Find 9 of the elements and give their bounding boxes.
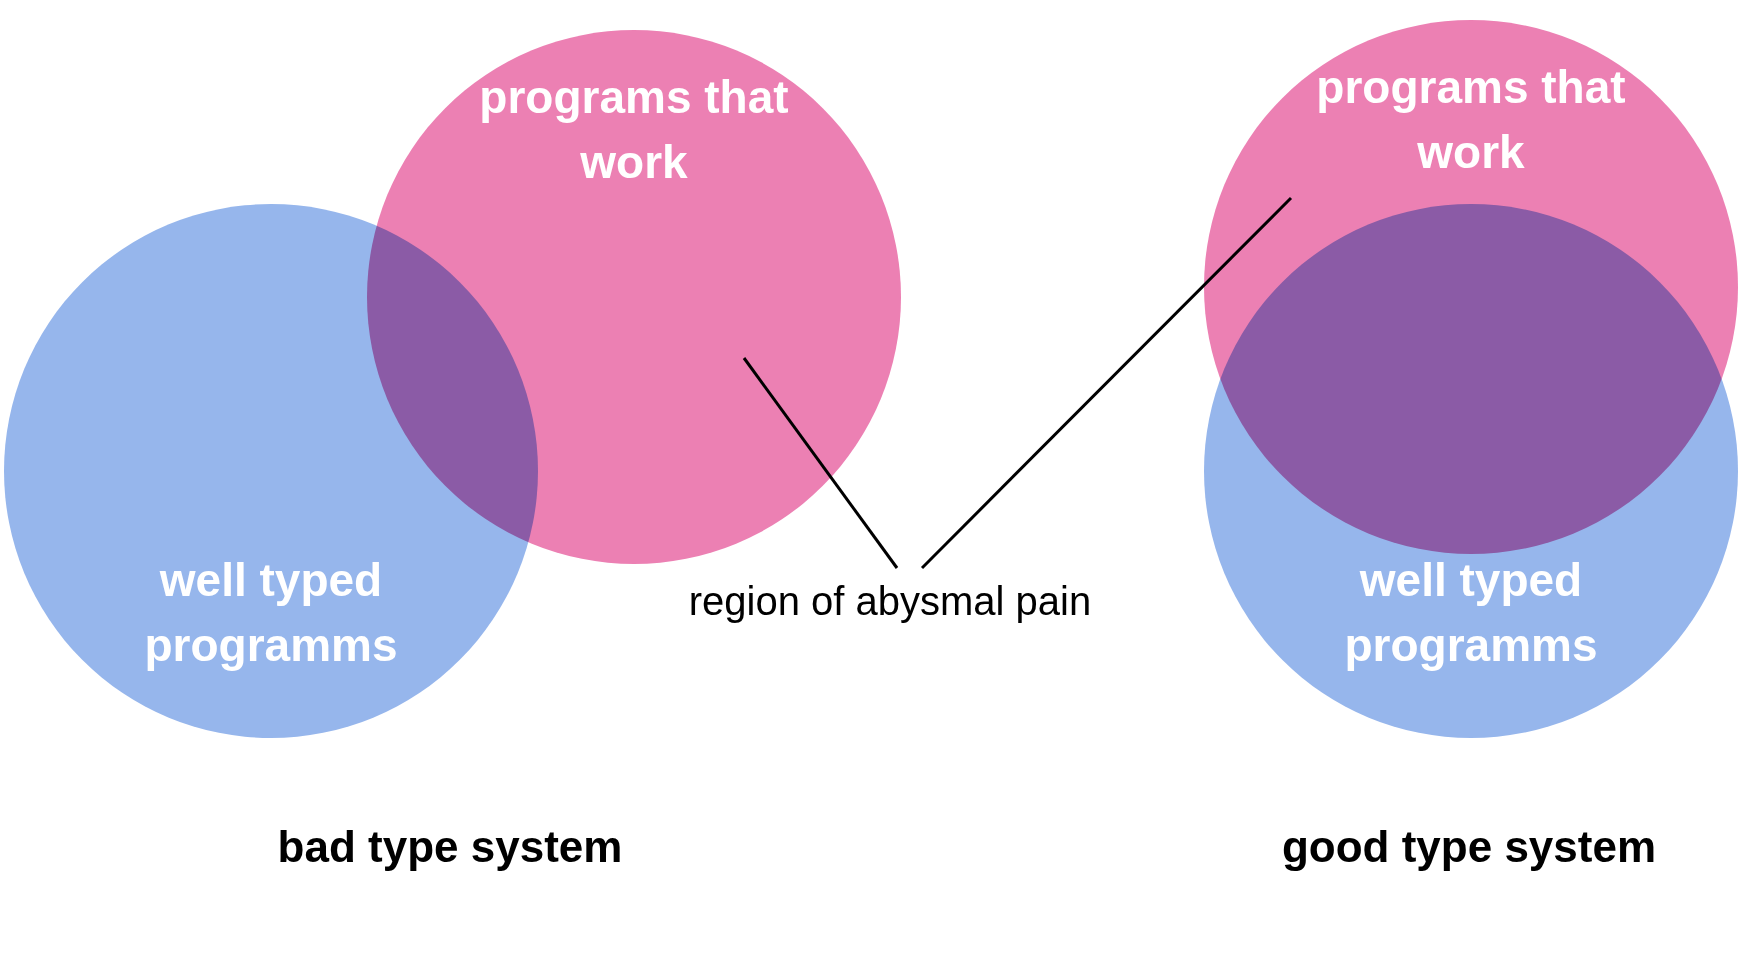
callout-text: region of abysmal pain (680, 568, 1100, 634)
leader-line (742, 357, 899, 569)
leader-line (920, 196, 1293, 570)
circle-label: programs that work (1315, 60, 1627, 180)
circle-label: programs that work (478, 70, 790, 190)
caption-text: bad type system (277, 822, 623, 872)
circle-label: well typed programms (1343, 553, 1599, 673)
caption-text: good type system (1281, 822, 1657, 872)
circle-label: well typed programms (143, 553, 399, 673)
